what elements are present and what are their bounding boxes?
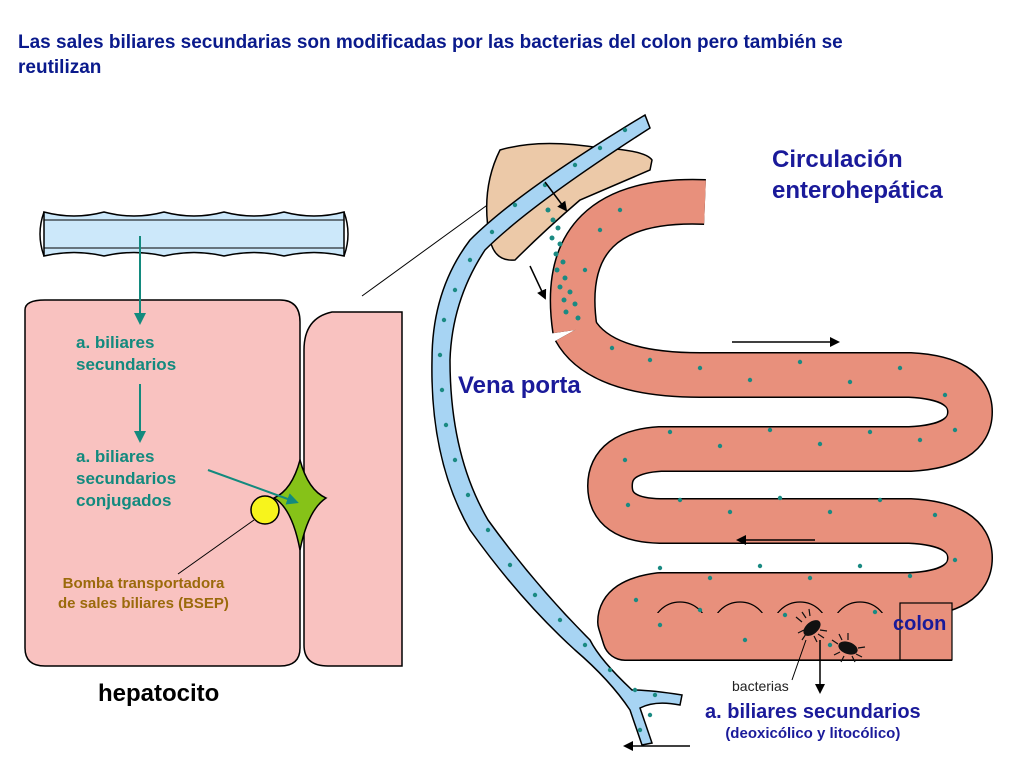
zoom-connector [361, 189, 509, 297]
conjugados-label: a. biliares secundarios conjugados [76, 446, 176, 512]
page-title: Las sales biliares secundarias son modif… [18, 32, 843, 78]
secretion-arrow [207, 469, 299, 505]
bsep-line-1: Bomba transportadora [62, 575, 225, 592]
intestine [549, 178, 993, 661]
abs-line-1: a. biliares secundarios [705, 701, 921, 723]
bile-duct-dots [545, 207, 581, 321]
vena-porta [431, 113, 683, 746]
circulacion-label: Circulación enterohepática [772, 144, 943, 206]
colon-label: colon [893, 613, 947, 635]
hep-abs-line-1: a. biliares [76, 333, 155, 352]
bacterium-icon-2 [831, 633, 866, 663]
circulacion-line-2: enterohepática [772, 177, 943, 204]
conj-line-2: secundarios [76, 469, 177, 488]
conj-line-3: conjugados [76, 491, 172, 510]
bacterium-icon [795, 608, 828, 643]
bacterias-label: bacterias [732, 678, 789, 694]
sinusoid-vessel [43, 211, 345, 257]
hep-abs-label: a. biliares secundarios [76, 332, 176, 376]
hepatocito-label: hepatocito [98, 680, 220, 707]
bacteria-pointer-line [791, 639, 807, 681]
bsep-pointer-line [177, 519, 255, 575]
vena-porta-label: Vena porta [458, 372, 581, 399]
bsep-line-2: de sales biliares (BSEP) [58, 595, 229, 612]
liver-arrow-1 [544, 181, 568, 212]
bsep-label: Bomba transportadora de sales biliares (… [58, 574, 229, 614]
conj-line-1: a. biliares [76, 447, 155, 466]
liver-arrow-2 [529, 265, 547, 300]
vena-porta-dots [437, 127, 658, 733]
hepatocyte-cell-left [24, 299, 301, 667]
bile-canaliculus [272, 457, 328, 551]
hep-abs-line-2: secundarios [76, 355, 177, 374]
abs-line-2: (deoxicólico y litocólico) [725, 725, 901, 742]
abs-secundarios-label: a. biliares secundarios (deoxicólico y l… [705, 700, 921, 744]
circulacion-line-1: Circulación [772, 146, 903, 173]
hepatocyte-cell-right [303, 311, 403, 667]
intestine-dots [582, 207, 958, 648]
bsep-pump [250, 495, 280, 525]
